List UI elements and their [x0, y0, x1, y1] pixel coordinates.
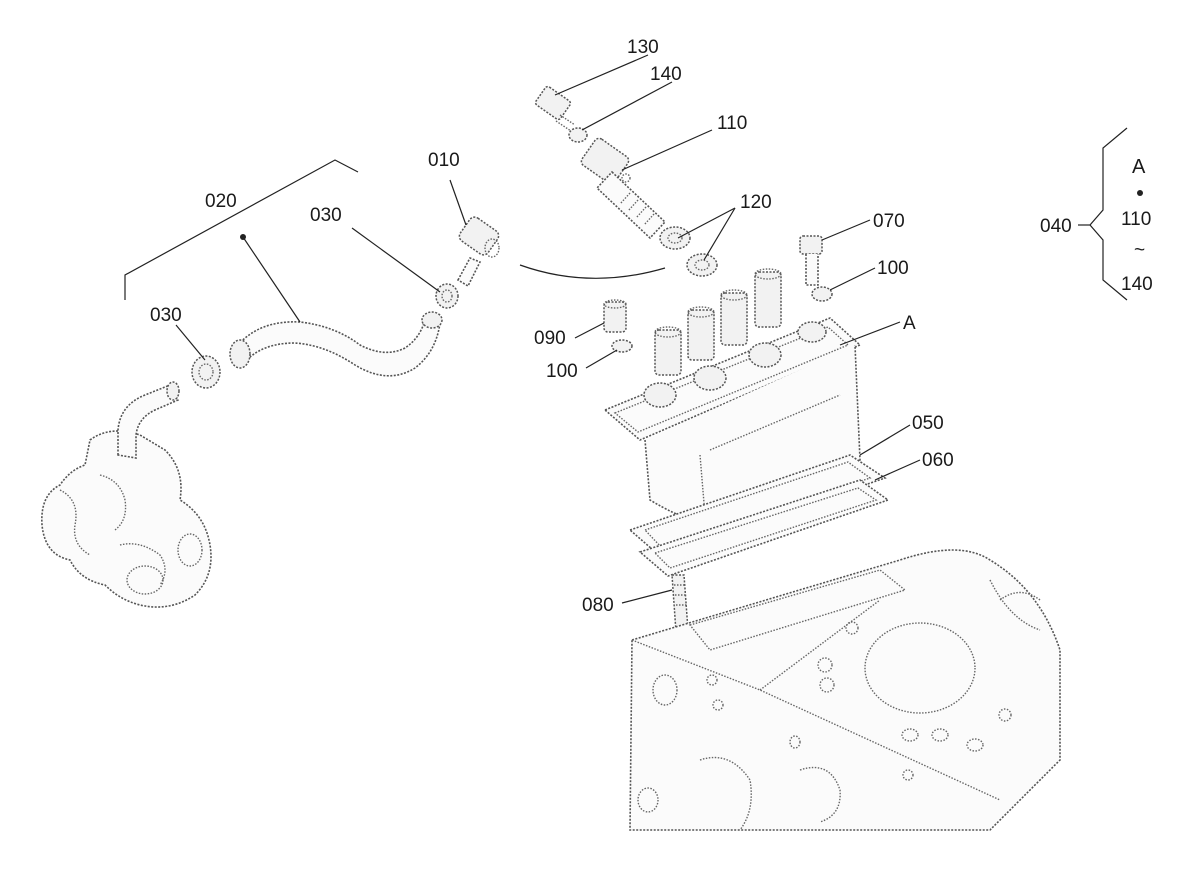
- hose-clamp-right: [435, 283, 459, 309]
- feed-pump: [41, 381, 212, 608]
- kit-bottom-label: 140: [1121, 274, 1153, 295]
- delivery-valve-cap: [603, 299, 633, 353]
- fuel-hose: [229, 311, 443, 377]
- callout-A: A: [903, 313, 916, 334]
- kit-dot: [1137, 190, 1143, 196]
- banjo-fitting: [456, 216, 500, 288]
- callout-010: 010: [428, 150, 460, 171]
- kit-middle-label: 110: [1121, 209, 1151, 230]
- mounting-bolt: [799, 235, 833, 302]
- callout-100-left: 100: [546, 361, 578, 382]
- callout-080: 080: [582, 595, 614, 616]
- callout-070: 070: [873, 211, 905, 232]
- callout-130: 130: [627, 37, 659, 58]
- engine-block: [629, 549, 1061, 831]
- callout-060: 060: [922, 450, 954, 471]
- kit-range-tilde: ~: [1134, 240, 1145, 261]
- group-dot: [240, 234, 246, 240]
- callout-090: 090: [534, 328, 566, 349]
- kit-top-label: A: [1132, 156, 1146, 178]
- hose-clamp-left: [191, 355, 221, 389]
- leader-lines: [124, 54, 1128, 604]
- callout-110: 110: [717, 113, 747, 134]
- callout-040: 040: [1040, 216, 1072, 237]
- callout-030-left: 030: [150, 305, 182, 326]
- callout-050: 050: [912, 413, 944, 434]
- callout-030-right: 030: [310, 205, 342, 226]
- banjo-bolt-stack: [534, 85, 718, 277]
- callout-100-right: 100: [877, 258, 909, 279]
- pump-gaskets: [628, 454, 890, 577]
- callout-140: 140: [650, 64, 682, 85]
- direction-arc: [519, 264, 666, 279]
- callout-120: 120: [740, 192, 772, 213]
- callout-020: 020: [205, 191, 237, 212]
